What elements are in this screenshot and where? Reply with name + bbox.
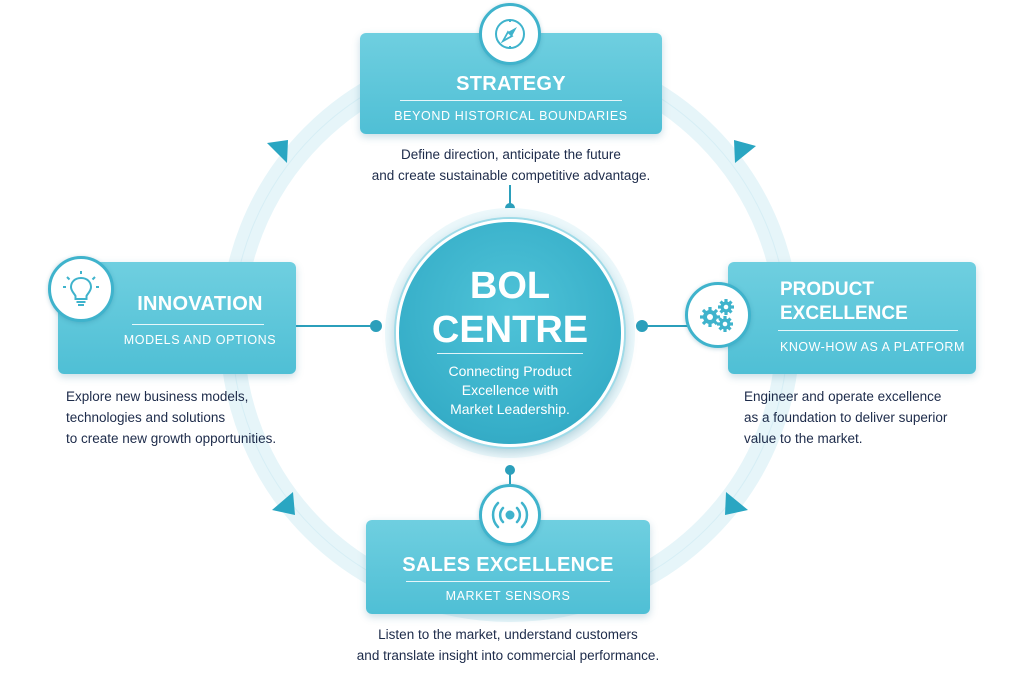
innovation-description-line: technologies and solutions [66, 410, 226, 425]
innovation-description-line: to create new growth opportunities. [66, 431, 277, 446]
sales-divider [406, 581, 610, 582]
innovation-icon-badge [48, 256, 114, 322]
innovation-description: Explore new business models, technologie… [66, 386, 326, 449]
product-card: PRODUCT EXCELLENCE KNOW-HOW AS A PLATFOR… [728, 262, 976, 374]
cycle-arrow-top-left [267, 140, 288, 163]
lightbulb-icon [63, 271, 99, 306]
center-title: BOL CENTRE [399, 264, 621, 352]
product-title: PRODUCT EXCELLENCE [780, 278, 908, 326]
innovation-description-line: Explore new business models, [66, 389, 249, 404]
strategy-subtitle: BEYOND HISTORICAL BOUNDARIES [394, 109, 628, 123]
product-divider [778, 330, 958, 331]
cycle-arrow-bottom-left [272, 492, 295, 515]
center-divider [437, 353, 583, 354]
strategy-description-line: and create sustainable competitive advan… [371, 168, 651, 183]
center-hub: BOL CENTRE Connecting Product Excellence… [396, 219, 624, 447]
center-tagline-line: Excellence with [461, 382, 559, 398]
product-subtitle: KNOW-HOW AS A PLATFORM [780, 340, 965, 354]
product-description-line: as a foundation to deliver superior [744, 410, 948, 425]
product-description-line: Engineer and operate excellence [744, 389, 942, 404]
strategy-title: STRATEGY [456, 73, 566, 95]
product-title-line: EXCELLENCE [780, 303, 908, 324]
strategy-description: Define direction, anticipate the future … [360, 144, 662, 186]
sales-description-line: Listen to the market, understand custome… [378, 627, 638, 642]
sales-icon-badge [479, 484, 541, 546]
compass-icon [495, 19, 525, 49]
signal-icon [491, 501, 529, 529]
center-tagline: Connecting Product Excellence with Marke… [399, 362, 621, 419]
cycle-arrow-top-right [734, 140, 756, 163]
center-tagline-line: Connecting Product [448, 363, 572, 379]
sales-title: SALES EXCELLENCE [402, 554, 614, 576]
strategy-icon-badge [479, 3, 541, 65]
product-icon-badge [685, 282, 751, 348]
product-description: Engineer and operate excellence as a fou… [744, 386, 1004, 449]
center-tagline-line: Market Leadership. [450, 401, 570, 417]
sales-description-line: and translate insight into commercial pe… [356, 648, 660, 663]
gears-icon [700, 299, 734, 332]
sales-subtitle: MARKET SENSORS [445, 589, 571, 603]
innovation-divider [132, 324, 264, 325]
center-title-line: CENTRE [431, 309, 589, 351]
sales-card: SALES EXCELLENCE MARKET SENSORS [366, 520, 650, 614]
cycle-arrow-bottom-right [725, 492, 748, 515]
sales-description: Listen to the market, understand custome… [300, 624, 716, 666]
product-title-line: PRODUCT [780, 279, 874, 300]
strategy-description-line: Define direction, anticipate the future [401, 147, 621, 162]
strategy-divider [400, 100, 622, 101]
innovation-title: INNOVATION [137, 293, 263, 315]
innovation-subtitle: MODELS AND OPTIONS [123, 333, 277, 347]
center-title-line: BOL [469, 265, 551, 307]
product-description-line: value to the market. [744, 431, 863, 446]
